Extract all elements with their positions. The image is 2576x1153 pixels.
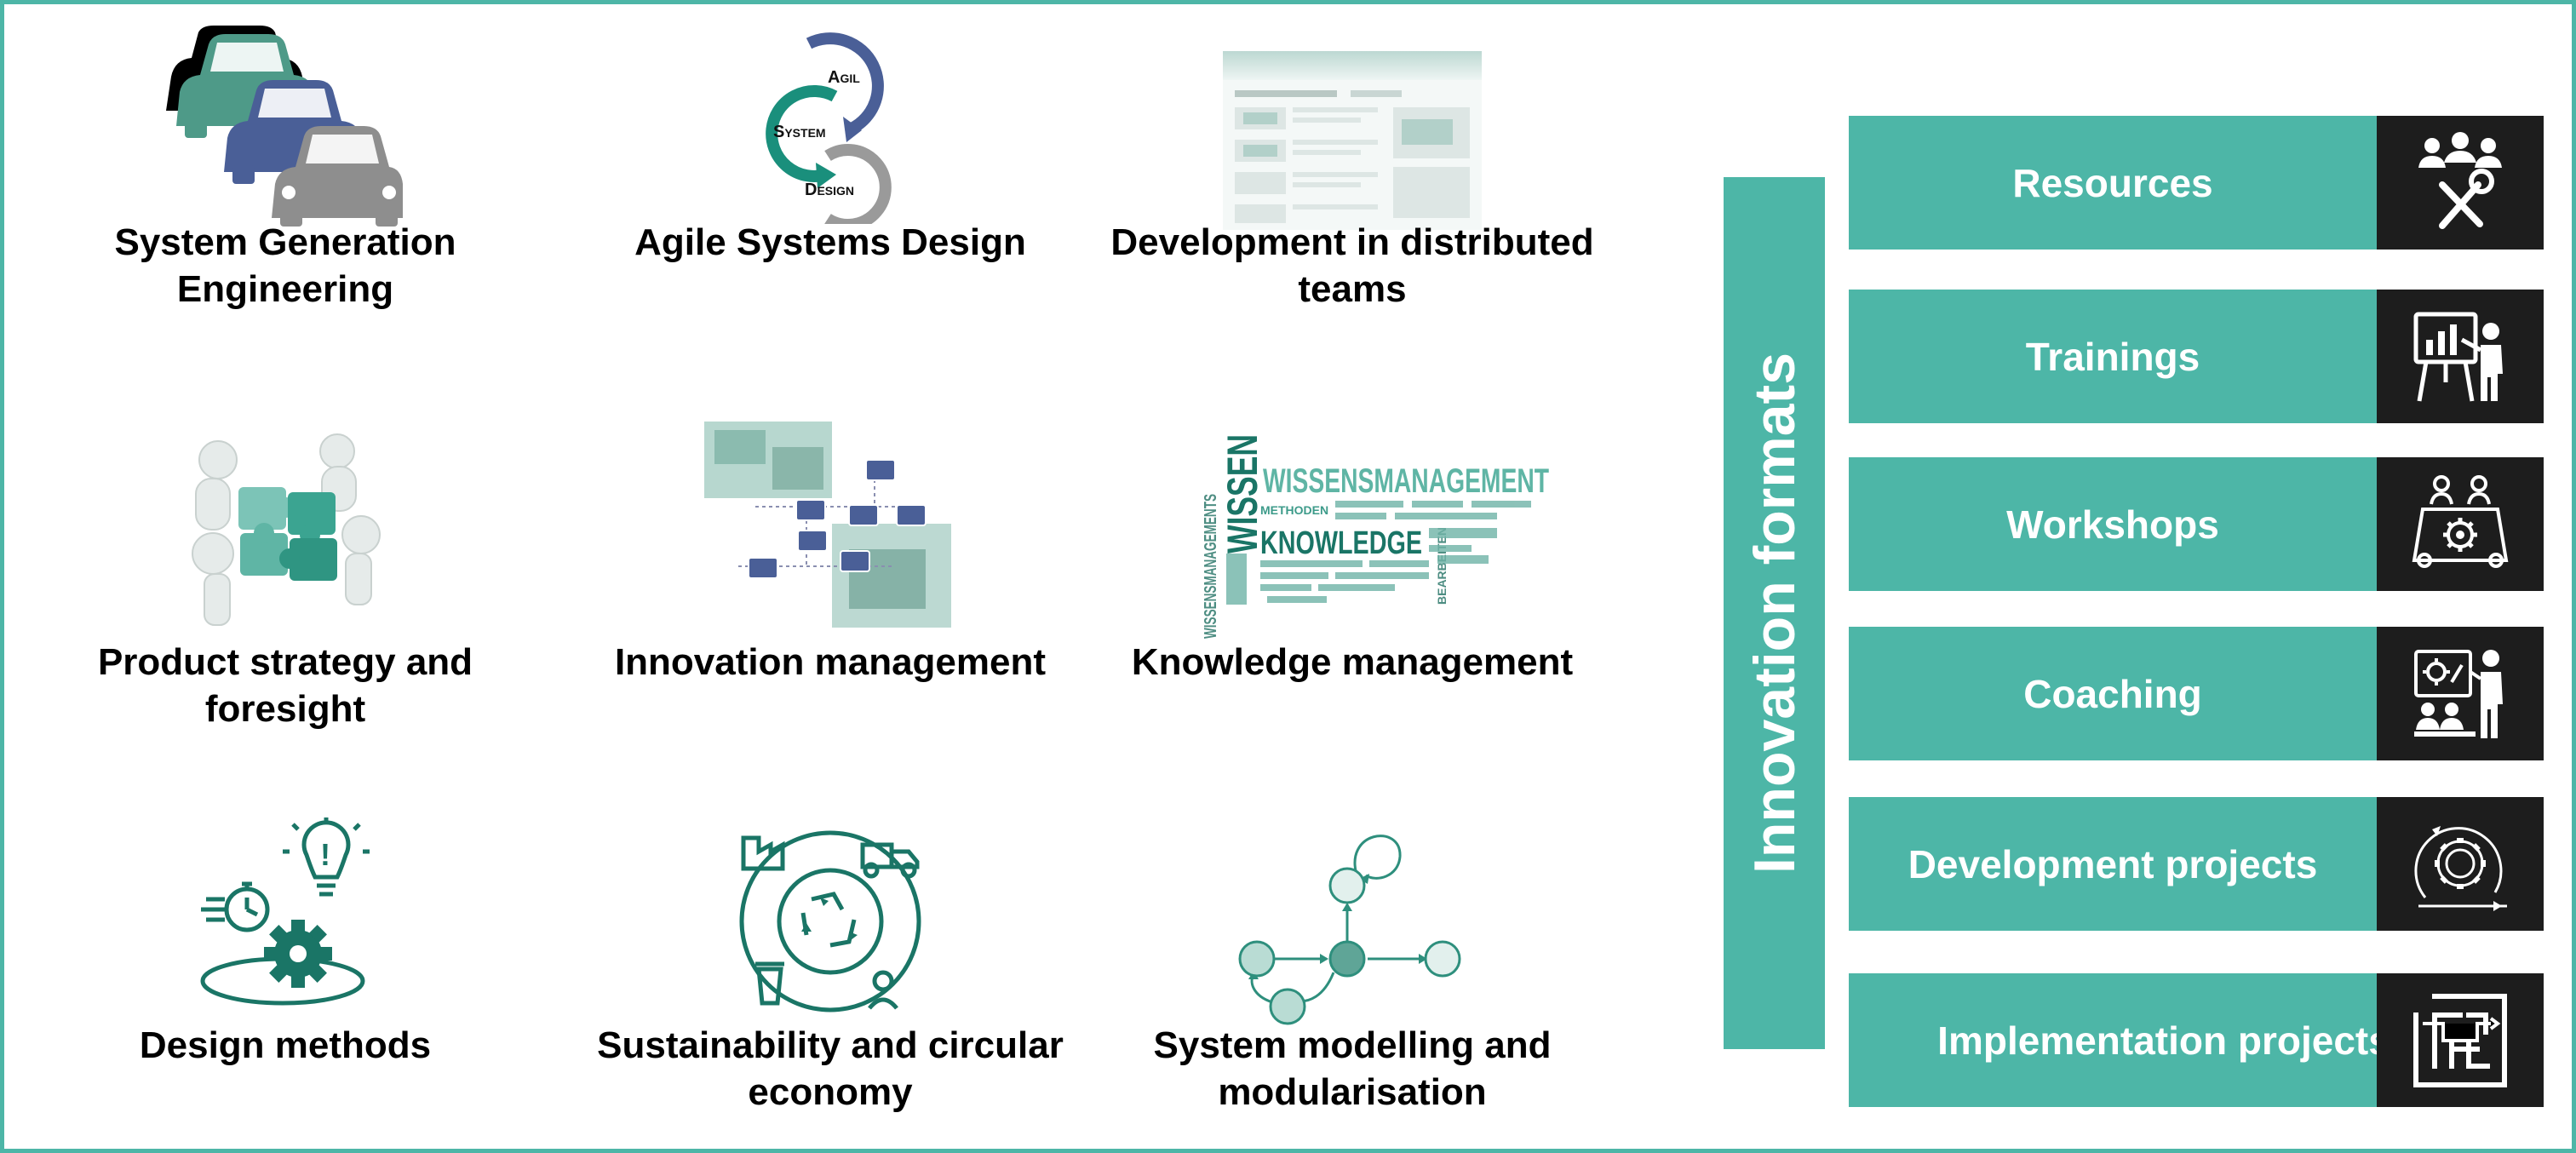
topic-label: Design methods (139, 1024, 432, 1066)
topic-label: Sustainability and circular economy (597, 1024, 1064, 1113)
agile-cycle-label: AGIL (828, 68, 860, 87)
cloud-word: WISSENSMANAGEMENT (1263, 462, 1549, 500)
format-label: Implementation projects (1849, 973, 2479, 1107)
topic-system-generation-engineering[interactable]: System Generation Engineering (21, 21, 549, 328)
cars-icon (166, 26, 403, 227)
format-icon-box (2377, 973, 2544, 1107)
format-label: Coaching (1849, 627, 2377, 760)
topic-label: Innovation management (614, 641, 1047, 683)
design-methods-icon: ! (200, 817, 370, 1006)
innovation-formats-title: Innovation formats (1741, 352, 1807, 875)
website-screenshot-image (1223, 51, 1482, 230)
format-icon-box (2377, 457, 2544, 591)
svg-text:!: ! (320, 837, 330, 872)
topic-innovation-management[interactable]: Innovation management (566, 422, 1094, 732)
topic-label: Product strategy and foresight (97, 641, 473, 730)
format-resources[interactable]: Resources (1849, 116, 2544, 250)
topic-label: Knowledge management (1131, 641, 1574, 683)
word-cloud-image: WISSENSMANAGEMENT KNOWLEDGE METHODEN WIS… (1202, 434, 1549, 639)
topic-sustainability-circular-economy[interactable]: Sustainability and circular economy (566, 817, 1094, 1124)
coach-screen-icon (2414, 649, 2503, 738)
topic-label: System modelling and modularisation (1153, 1024, 1552, 1113)
topic-development-distributed-teams[interactable]: Development in distributed teams (1088, 21, 1616, 328)
format-label: Workshops (1849, 457, 2377, 591)
cloud-word: WISSENSMANAGEMENTS (1202, 494, 1220, 639)
topic-design-methods[interactable]: ! Design methods (21, 817, 549, 1124)
topic-label: Development in distributed teams (1110, 221, 1594, 310)
format-icon-box (2377, 116, 2544, 250)
format-label: Resources (1849, 116, 2377, 250)
format-implementation-projects[interactable]: Implementation projects (1849, 973, 2544, 1107)
topic-knowledge-management[interactable]: WISSENSMANAGEMENT KNOWLEDGE METHODEN WIS… (1088, 426, 1616, 732)
presenter-board-icon (2413, 312, 2503, 401)
cloud-word: KNOWLEDGE (1260, 525, 1422, 561)
topic-agile-systems-design[interactable]: AGIL SYSTEM DESIGN Agile Systems Design (566, 21, 1094, 328)
maze-icon (2413, 993, 2507, 1087)
format-coaching[interactable]: Coaching (1849, 627, 2544, 760)
gear-cycle-icon (2414, 825, 2507, 911)
system-cycle-label: SYSTEM (773, 123, 826, 141)
agile-cycle-icon: AGIL SYSTEM DESIGN (766, 32, 892, 224)
cloud-word: METHODEN (1260, 503, 1328, 517)
topic-system-modelling-modularisation[interactable]: System modelling and modularisation (1088, 817, 1616, 1124)
recycle-globe-icon (739, 830, 921, 1012)
design-cycle-label: DESIGN (805, 181, 854, 199)
topic-product-strategy-foresight[interactable]: Product strategy and foresight (21, 426, 549, 732)
cloud-word: BEARBEITEN (1435, 527, 1449, 605)
workshop-table-icon (2412, 474, 2509, 568)
format-label: Development projects (1849, 797, 2377, 931)
people-tools-icon (2418, 131, 2502, 229)
innovation-formats-bar: Innovation formats (1724, 177, 1825, 1049)
topic-label: Agile Systems Design (634, 221, 1026, 263)
format-icon-box (2377, 290, 2544, 423)
state-graph-icon (1238, 835, 1461, 1025)
format-trainings[interactable]: Trainings (1849, 290, 2544, 423)
format-workshops[interactable]: Workshops (1849, 457, 2544, 591)
format-icon-box (2377, 627, 2544, 760)
format-icon-box (2377, 797, 2544, 931)
cloud-word: WISSEN (1219, 434, 1266, 554)
topic-label: System Generation Engineering (114, 221, 456, 310)
format-label: Trainings (1849, 290, 2377, 423)
network-collage-image (704, 422, 951, 628)
puzzle-figures-image (192, 433, 381, 626)
format-development-projects[interactable]: Development projects (1849, 797, 2544, 931)
